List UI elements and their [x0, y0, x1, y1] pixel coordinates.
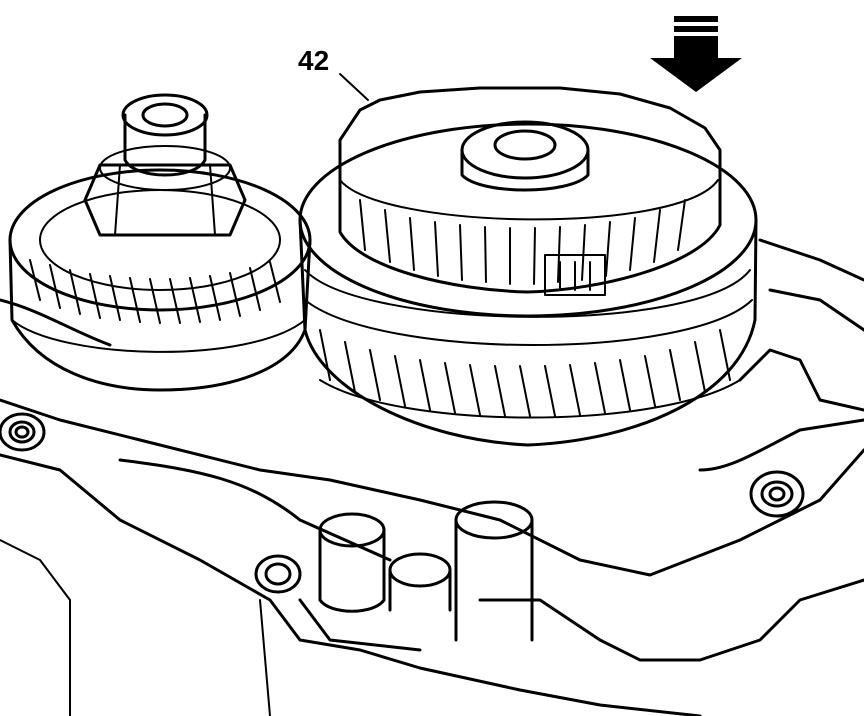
shaft-collar: [121, 93, 209, 177]
press-direction-arrow-icon: [650, 16, 742, 92]
shift-rod-right: [454, 500, 534, 642]
bolt-hole-right: [749, 470, 805, 518]
callout-leader-line: [339, 73, 369, 101]
hex-nut: [83, 145, 247, 237]
gearbox-housing: [0, 238, 864, 716]
callout-label-42: 42: [298, 45, 329, 76]
gear-hub: [460, 120, 590, 192]
bolt-hole-left: [0, 412, 46, 452]
selector-sleeve-gear-assembly: [298, 86, 758, 447]
left-helical-gear: [8, 168, 312, 392]
shift-rod-left: [318, 512, 386, 613]
bolt-hole-bottom: [254, 554, 302, 594]
shift-rod-center: [388, 552, 452, 612]
